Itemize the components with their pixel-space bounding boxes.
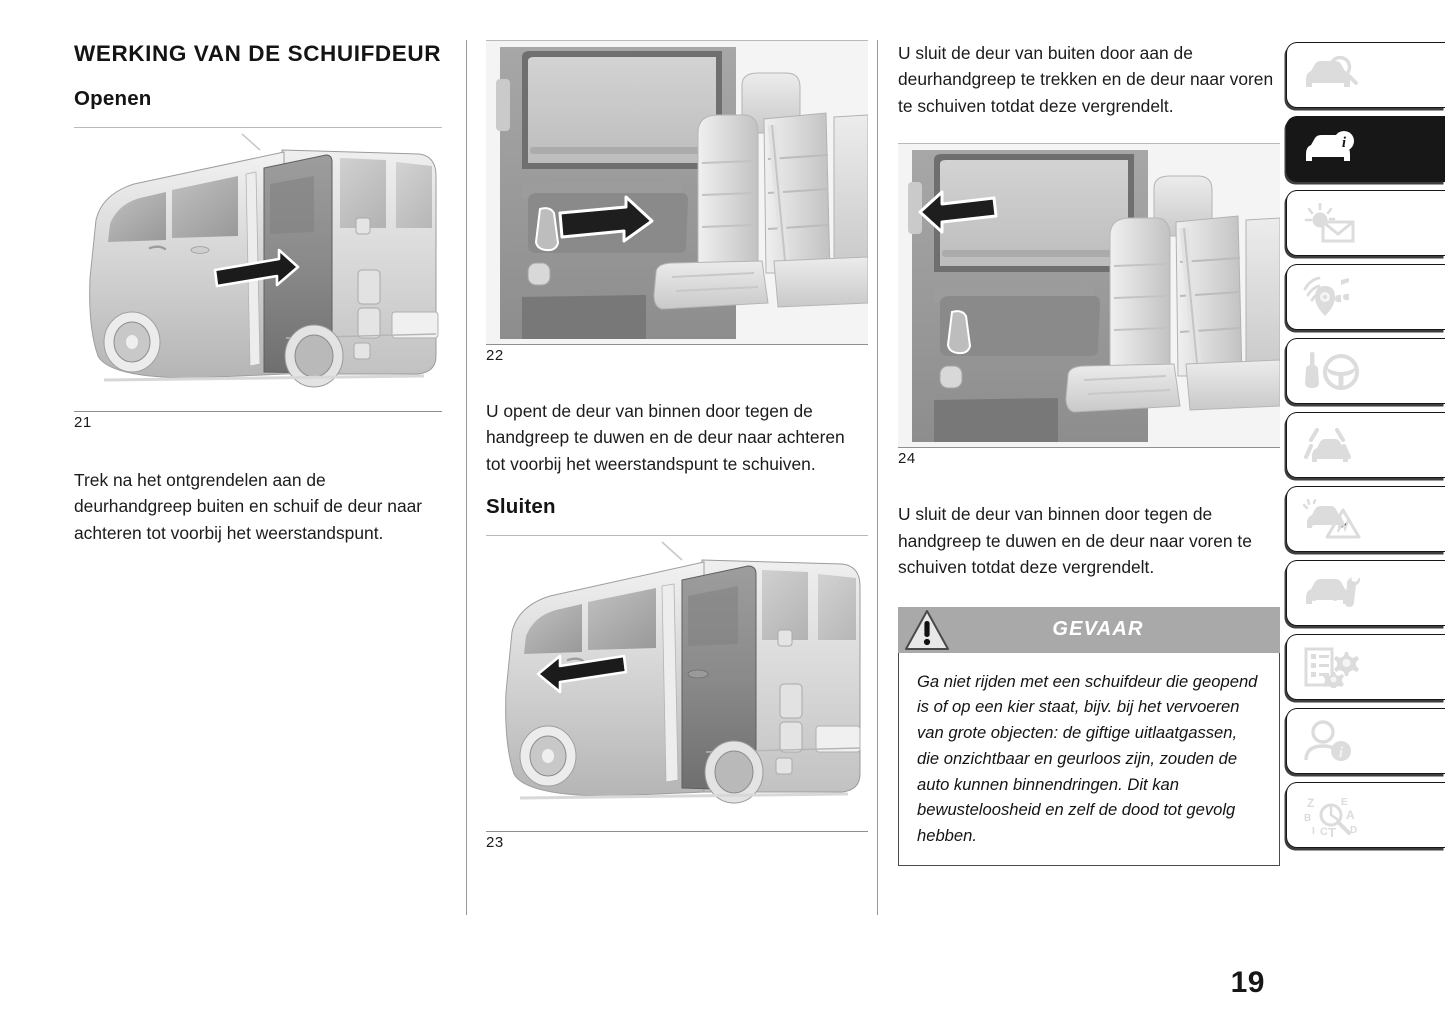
breakdown-warning-icon [1303,499,1361,539]
svg-text:D: D [1350,825,1357,836]
tab-vehicle-overview[interactable] [1286,42,1445,108]
tab-driver-assistance[interactable] [1286,412,1445,478]
paragraph-close-outside: U sluit de deur van buiten door aan de d… [898,43,1274,116]
svg-text:C: C [1320,826,1328,837]
column-divider-right [877,40,878,915]
figure-rule-bottom [898,447,1280,449]
danger-box: Ga niet rijden met een schuifdeur die ge… [898,652,1280,866]
tab-maintenance[interactable] [1286,560,1445,626]
svg-text:i: i [1339,745,1344,761]
paragraph-open-outside: Trek na het ontgrendelen aan de deurhand… [74,469,423,543]
page-title: WERKING VAN DE SCHUIFDEUR [74,41,442,66]
car-info-icon: i [1303,130,1359,168]
section-heading-openen: Openen [74,86,152,110]
figure-23: 23 [486,535,868,851]
tab-index[interactable]: Z B I C T E A D [1286,782,1445,848]
car-search-icon [1303,56,1359,94]
alphabetical-index-icon: Z B I C T E A D [1303,793,1361,837]
tab-user-info[interactable]: i [1286,708,1445,774]
svg-text:i: i [1342,135,1347,151]
svg-text:Z: Z [1307,796,1314,810]
figure-rule-top [486,535,868,537]
figure-caption-22: 22 [486,347,504,364]
tab-technical-data[interactable] [1286,634,1445,700]
column-1: WERKING VAN DE SCHUIFDEUR Openen [74,40,442,546]
figure-rule-bottom [486,344,868,345]
svg-text:A: A [1346,808,1355,822]
paragraph-open-inside: U opent de deur van binnen door tegen de… [486,401,845,474]
figure-rule-top [74,126,442,128]
figure-caption-24: 24 [898,450,916,468]
figure-22-image [486,41,868,344]
navigation-audio-icon [1303,276,1359,318]
figure-24: 24 [898,143,1280,467]
column-divider-left [466,40,467,915]
warning-triangle-icon [904,608,950,657]
column-2: 22 U opent de deur van binnen door tegen… [486,40,868,851]
figure-rule-bottom [74,410,442,412]
figure-rule-bottom [486,831,868,833]
figure-24-image [898,144,1280,448]
figure-22: 22 [486,40,868,364]
direction-arrow-rearward [213,248,300,288]
climate-mail-icon [1303,203,1359,243]
danger-text: Ga niet rijden met een schuifdeur die ge… [917,671,1258,846]
figure-rule-top [486,40,868,41]
chapter-tab-rail: i [1280,42,1445,856]
section-heading-sluiten: Sluiten [486,495,556,519]
column-3: U sluit de deur van buiten door aan de d… [898,40,1280,866]
direction-arrow-rearward [558,195,654,243]
figure-caption-23: 23 [486,834,504,852]
figure-caption-21: 21 [74,413,92,431]
lane-assist-icon [1303,424,1359,466]
danger-label: GEVAAR [1052,618,1144,641]
tab-vehicle-info[interactable]: i [1286,116,1445,182]
car-wrench-icon [1303,574,1361,612]
figure-21: 21 [74,126,442,431]
figure-rule-top [898,143,1280,145]
tab-emergency[interactable] [1286,486,1445,552]
svg-text:B: B [1304,813,1311,824]
figure-21-image [74,127,442,411]
svg-text:I: I [1312,826,1315,837]
page-number: 19 [1230,966,1265,999]
figure-23-image [486,536,868,832]
specs-gears-icon [1303,646,1361,688]
svg-text:E: E [1341,797,1348,808]
tab-driving[interactable] [1286,338,1445,404]
svg-text:T: T [1328,825,1336,837]
paragraph-close-inside: U sluit de deur van binnen door tegen de… [898,504,1252,578]
tab-multimedia[interactable] [1286,264,1445,330]
direction-arrow-forward [536,655,628,694]
steering-wheel-icon [1303,350,1361,392]
danger-banner: GEVAAR [898,606,1280,653]
tab-comfort[interactable] [1286,190,1445,256]
direction-arrow-forward [918,190,998,234]
person-info-icon: i [1303,720,1359,762]
